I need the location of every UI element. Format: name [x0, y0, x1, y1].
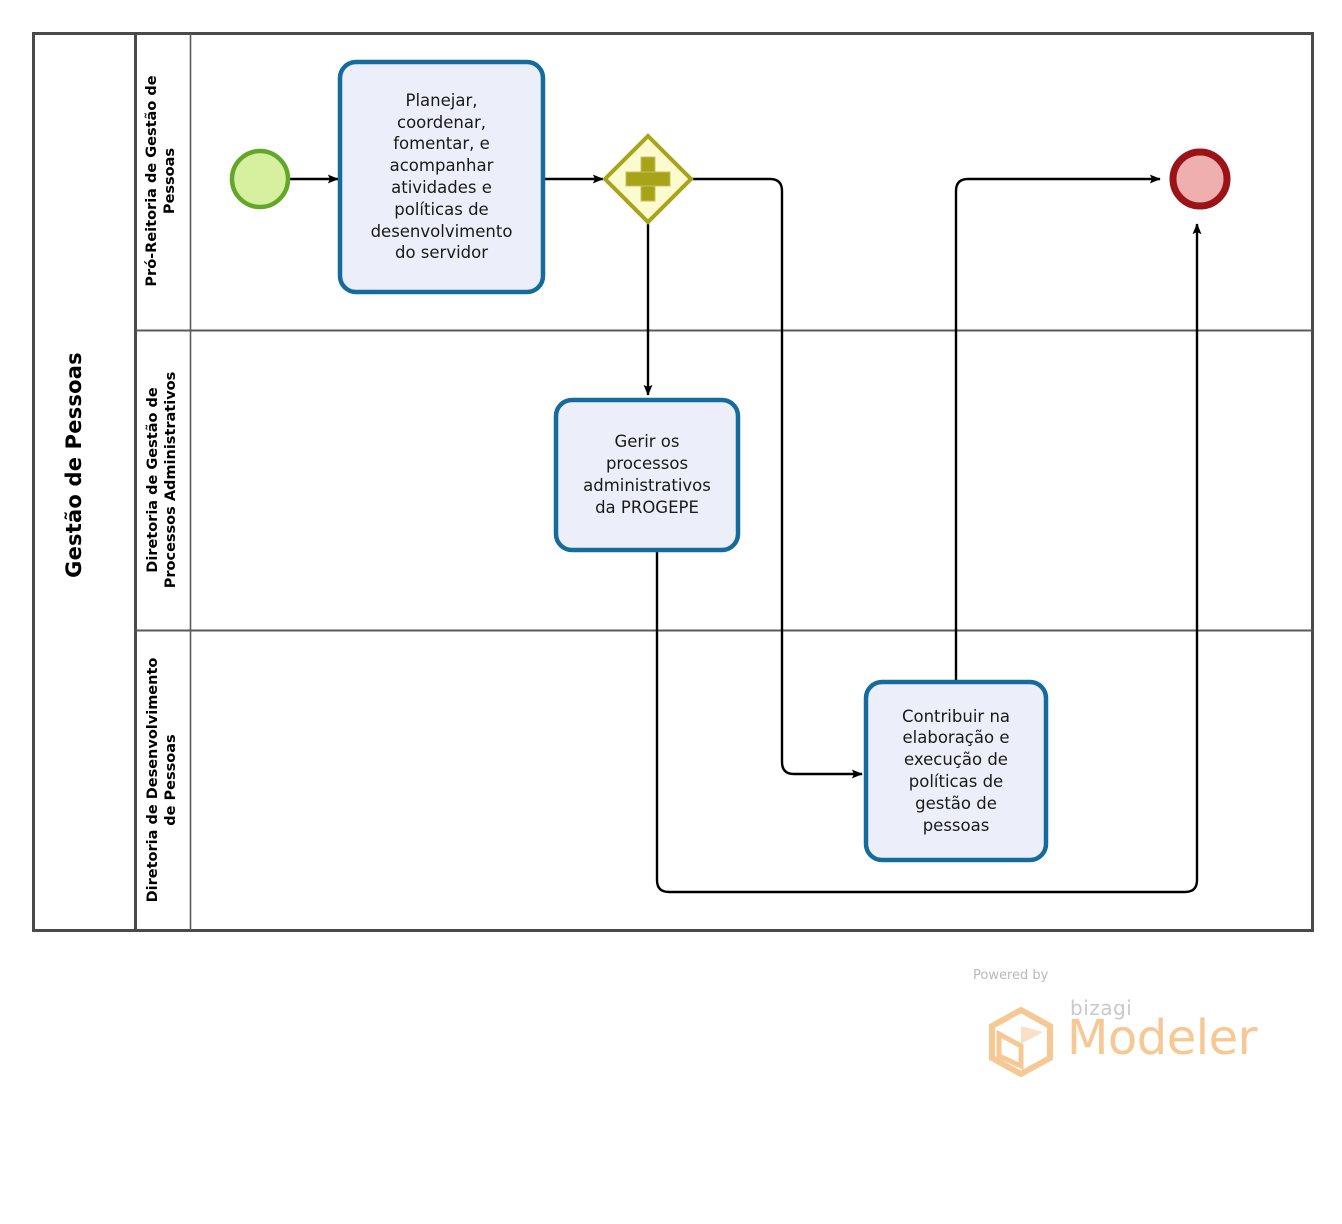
flow-task2-to-end [655, 223, 1202, 894]
lane-label-gestao-processos: Diretoria de Gestão de Processos Adminis… [145, 371, 179, 589]
bizagi-hexagon-logo [989, 1006, 1053, 1078]
lane-label-desenvolvimento: Diretoria de Desenvolvimento de Pessoas [145, 657, 179, 903]
end-event[interactable] [1169, 148, 1231, 210]
watermark-brand-text: bizagi [1070, 996, 1133, 1020]
plus-icon [625, 156, 671, 202]
start-event[interactable] [229, 148, 291, 210]
lane-dividers [135, 329, 1313, 632]
task-contribuir-elaboracao[interactable] [863, 679, 1049, 863]
task-gerir-processos[interactable] [553, 397, 741, 553]
flow-gateway-to-task3 [690, 177, 863, 779]
watermark-powered-by-text: Powered by [973, 968, 1049, 983]
lane-label-pro-reitoria: Pró-Reitoria de Gestão de Pessoas [144, 75, 178, 287]
parallel-gateway[interactable] [602, 133, 694, 225]
task-planejar-coordenar[interactable] [337, 59, 546, 295]
sequence-flows [290, 174, 1202, 894]
flow-task3-to-end [954, 174, 1161, 680]
watermark-product-text: Modeler [1067, 1010, 1257, 1066]
pool-title: Gestão de Pessoas [62, 352, 87, 578]
bizagi-watermark: Powered by bizagi Modeler [965, 968, 1265, 1078]
